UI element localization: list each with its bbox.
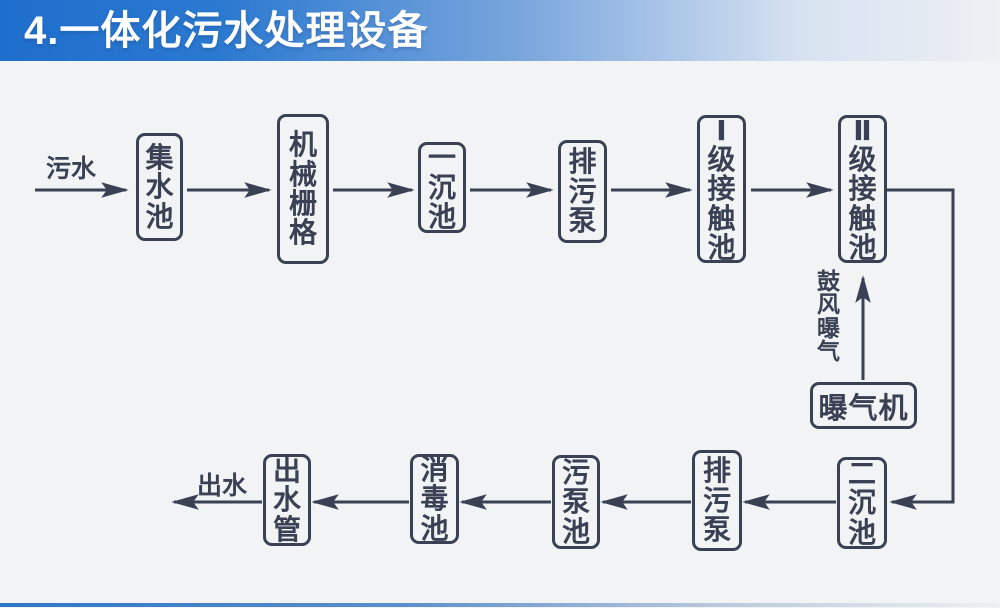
node-aerator: 曝气机 — [810, 382, 917, 429]
node-stage2-contact-tank: Ⅱ级接触池 — [838, 115, 887, 263]
outflow-label: 出水 — [197, 472, 248, 500]
node-label: 污泵池 — [562, 456, 591, 547]
node-label: Ⅰ级接触池 — [707, 114, 736, 264]
node-collection-tank: 集水池 — [136, 133, 183, 241]
node-stage1-contact-tank: Ⅰ级接触池 — [697, 115, 746, 263]
node-label: 排污泵 — [703, 455, 732, 546]
node-mechanical-screen: 机械栅格 — [277, 114, 329, 264]
title-bar: 4.一体化污水处理设备 — [0, 0, 1000, 61]
node-label: 一沉池 — [428, 142, 457, 233]
node-disinfection-tank: 消毒池 — [410, 454, 459, 544]
arrow-stage2-to-secondary — [887, 188, 955, 510]
node-label: 二沉池 — [848, 457, 877, 548]
node-label: 集水池 — [145, 141, 174, 232]
node-label: 出水管 — [273, 454, 302, 545]
slide-title: 4.一体化污水处理设备 — [24, 9, 429, 53]
aeration-label: 鼓风曝气 — [817, 268, 840, 365]
node-label: 排污泵 — [568, 146, 597, 237]
node-outlet-pipe: 出水管 — [263, 454, 311, 546]
node-secondary-settling-tank: 二沉池 — [837, 457, 887, 549]
node-sludge-pump-tank: 污泵池 — [552, 455, 600, 549]
node-discharge-pump: 排污泵 — [558, 140, 607, 243]
node-label: 曝气机 — [818, 392, 909, 425]
inflow-label: 污水 — [46, 155, 97, 183]
footer-accent-bar — [0, 603, 1000, 607]
node-discharge-pump-2: 排污泵 — [692, 450, 742, 551]
node-primary-settling-tank: 一沉池 — [418, 142, 466, 233]
node-label: 机械栅格 — [289, 129, 318, 249]
node-label: Ⅱ级接触池 — [848, 114, 877, 264]
node-label: 消毒池 — [420, 453, 449, 544]
